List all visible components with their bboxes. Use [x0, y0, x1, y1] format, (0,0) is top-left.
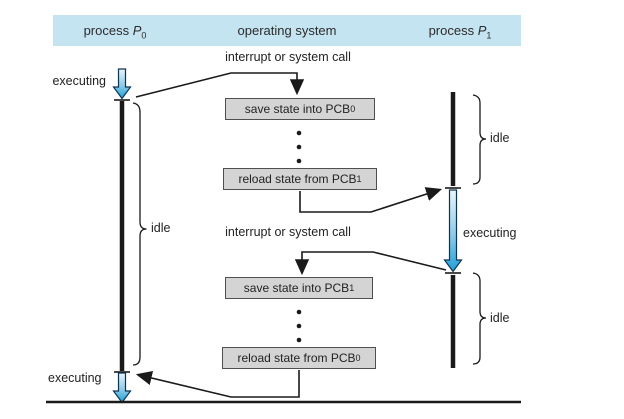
label-interrupt-bottom: interrupt or system call: [225, 225, 351, 239]
header-p0-subscript: 0: [141, 30, 147, 41]
box-reload-pcb1-text: reload state from PCB: [238, 172, 357, 186]
flow-reload-pcb1-to-p1: [299, 187, 443, 213]
header-p1-symbol: P: [477, 23, 487, 38]
header-os-text: operating system: [237, 23, 337, 38]
header-p0-symbol: P: [132, 23, 142, 38]
header-p1-subscript: 1: [486, 30, 492, 41]
ellipsis-dots-lower: [296, 309, 302, 343]
executing-arrow-p1: [443, 189, 463, 273]
box-save-pcb0-text: save state into PCB: [244, 102, 351, 116]
executing-arrow-p0-top: [112, 68, 132, 100]
header-process-p0: process P0: [45, 15, 185, 46]
label-executing-p0-bottom: executing: [48, 371, 102, 385]
header-process-p1: process P1: [390, 15, 530, 46]
label-idle-p1-top: idle: [490, 131, 510, 145]
flow-reload-pcb0-to-p0: [135, 370, 300, 398]
label-executing-p1: executing: [463, 226, 517, 240]
header-operating-system: operating system: [217, 15, 357, 46]
header-p0-text: process: [83, 23, 133, 38]
header-bar: [53, 15, 521, 46]
label-interrupt-top: interrupt or system call: [225, 50, 351, 64]
box-reload-pcb0-text: reload state from PCB: [237, 351, 356, 365]
label-idle-p1-bottom: idle: [490, 311, 510, 325]
label-executing-p0-top: executing: [52, 74, 106, 88]
flow-interrupt-p1-to-save-pcb1: [294, 251, 447, 276]
brace-p1-idle-top: [472, 94, 487, 185]
executing-arrow-p0-bottom: [112, 372, 132, 404]
flow-interrupt-p0-to-save-pcb0: [135, 72, 305, 98]
label-idle-p0: idle: [151, 221, 171, 235]
brace-p0-idle: [132, 102, 147, 366]
brace-p1-idle-bottom: [472, 272, 487, 365]
ellipsis-dots-upper: [296, 130, 302, 164]
header-p1-text: process: [428, 23, 478, 38]
box-save-pcb1-text: save state into PCB: [243, 281, 350, 295]
